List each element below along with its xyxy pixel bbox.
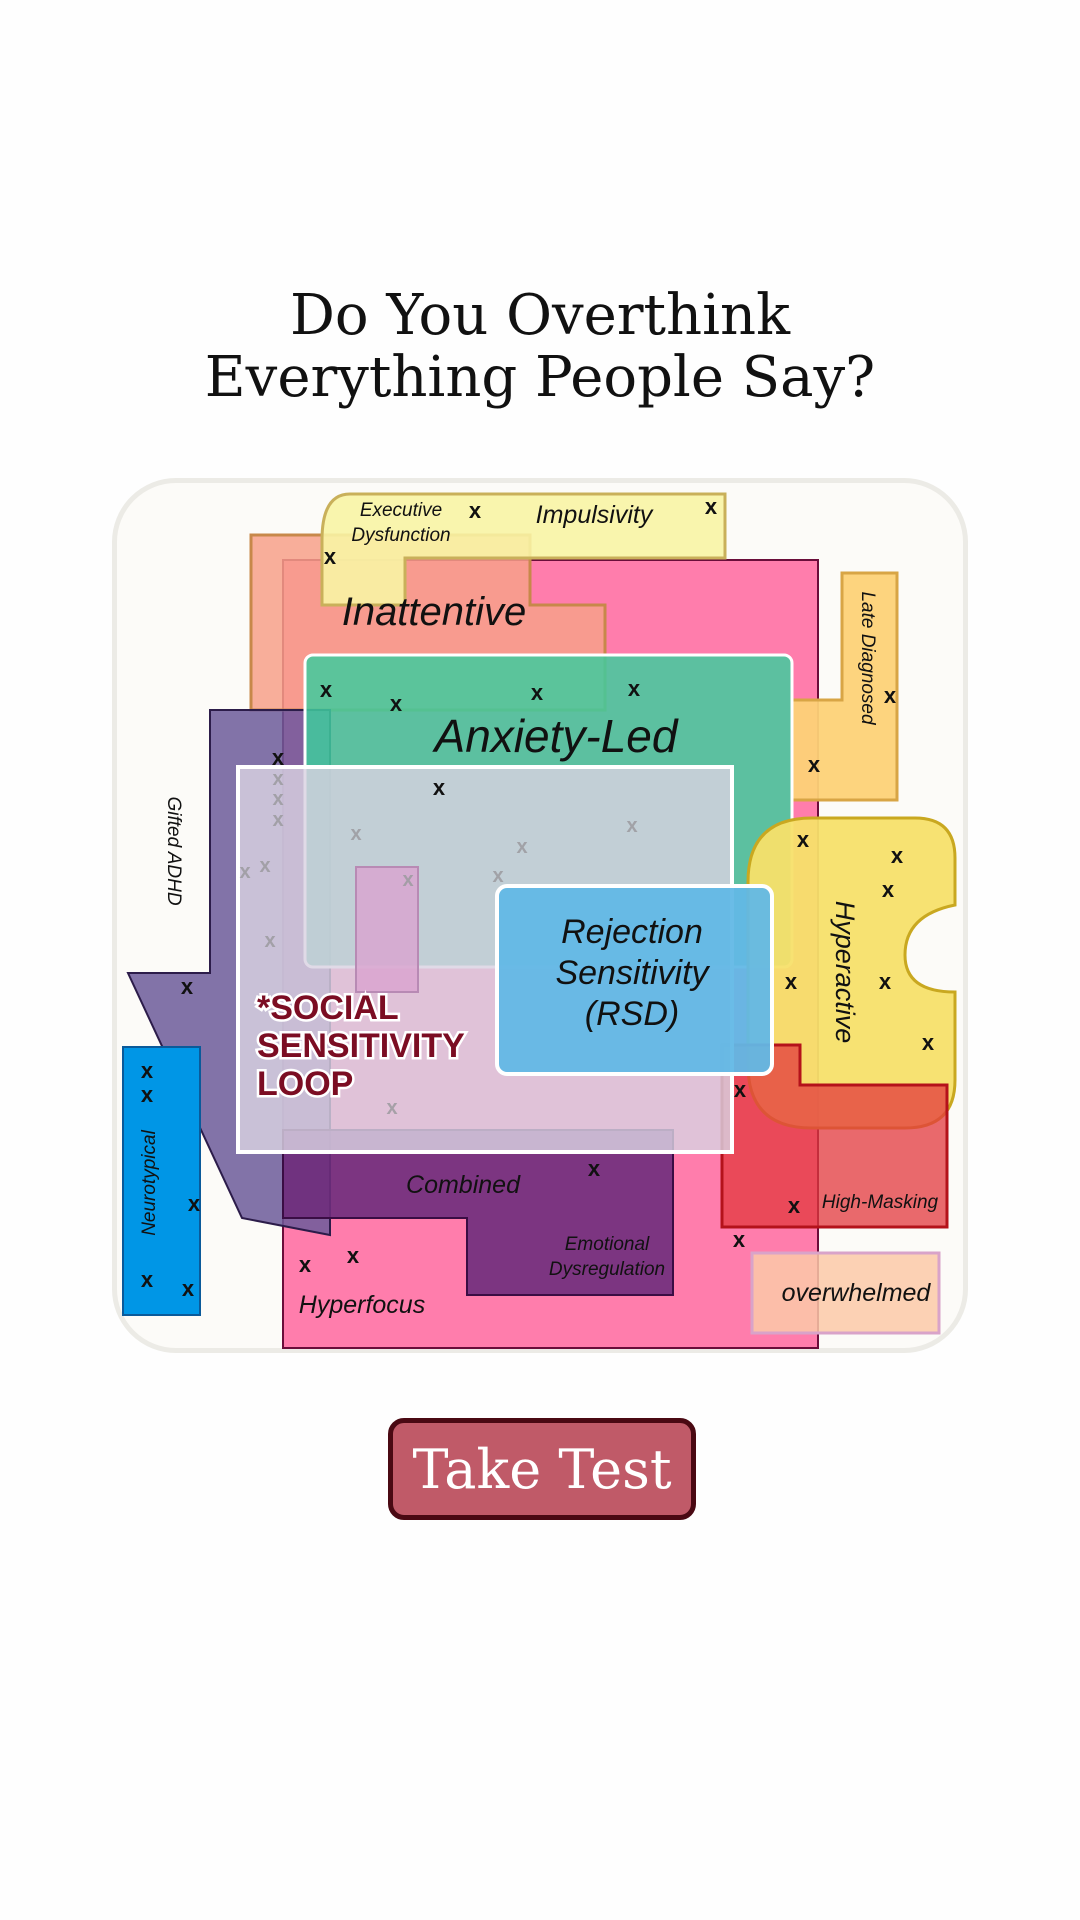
label-emotional-2: Dysregulation (549, 1259, 665, 1280)
marker-x: x (808, 752, 821, 777)
marker-x-faded: x (402, 869, 413, 891)
label-social-2: SENSITIVITY (257, 1027, 465, 1065)
marker-x: x (182, 1276, 195, 1301)
marker-x-faded: x (272, 788, 283, 810)
marker-x: x (879, 969, 892, 994)
region-neurotypical (122, 1046, 201, 1316)
marker-x: x (320, 677, 333, 702)
marker-x: x (433, 775, 446, 800)
marker-x: x (891, 843, 904, 868)
marker-x: x (272, 745, 285, 770)
marker-x-faded: x (350, 823, 361, 845)
label-social-3: LOOP (257, 1065, 353, 1103)
marker-x: x (181, 974, 194, 999)
marker-x: x (324, 544, 337, 569)
marker-x: x (785, 969, 798, 994)
marker-x: x (188, 1191, 201, 1216)
marker-x: x (705, 494, 718, 519)
marker-x: x (347, 1243, 360, 1268)
marker-x: x (141, 1267, 154, 1292)
label-combined: Combined (406, 1171, 521, 1199)
marker-x: x (390, 691, 403, 716)
marker-x: x (797, 827, 810, 852)
marker-x: x (734, 1077, 747, 1102)
marker-x: x (733, 1227, 746, 1252)
marker-x: x (588, 1156, 601, 1181)
marker-x: x (141, 1082, 154, 1107)
label-rsd-2: Sensitivity (555, 954, 710, 992)
label-late-diagnosed: Late Diagnosed (857, 591, 878, 726)
marker-x-faded: x (516, 836, 527, 858)
label-inattentive: Inattentive (342, 590, 527, 634)
region-impulsivity (320, 492, 727, 607)
marker-x: x (788, 1193, 801, 1218)
marker-x-faded: x (492, 865, 503, 887)
marker-x: x (922, 1030, 935, 1055)
label-neurotypical: Neurotypical (139, 1129, 160, 1235)
label-hyperactive: Hyperactive (830, 901, 860, 1044)
title-line-1: Do You Overthink (289, 283, 791, 348)
label-executive-dysfunction-1: Executive (360, 500, 442, 521)
marker-x-faded: x (272, 809, 283, 831)
label-emotional-1: Emotional (565, 1234, 650, 1255)
label-social-1: *SOCIAL (257, 989, 399, 1027)
region-rsd (495, 884, 774, 1076)
label-impulsivity: Impulsivity (536, 501, 654, 529)
marker-x-faded: x (626, 815, 637, 837)
marker-x-faded: x (239, 861, 250, 883)
marker-x: x (884, 683, 897, 708)
label-gifted-adhd: Gifted ADHD (163, 796, 184, 905)
marker-x-faded: x (272, 768, 283, 790)
marker-x-faded: x (264, 930, 275, 952)
page-title: Do You Overthink Everything People Say? (0, 285, 1080, 409)
region-high-masking (720, 1043, 949, 1229)
marker-x: x (628, 676, 641, 701)
marker-x-faded: x (386, 1097, 397, 1119)
region-inner-box (355, 866, 419, 993)
marker-x: x (141, 1058, 154, 1083)
marker-x: x (882, 877, 895, 902)
marker-x: x (531, 680, 544, 705)
label-hyperfocus: Hyperfocus (299, 1291, 425, 1319)
label-rsd-1: Rejection (561, 913, 703, 951)
take-test-button[interactable]: Take Test (388, 1418, 696, 1520)
label-anxiety-led: Anxiety-Led (432, 710, 679, 762)
marker-x: x (469, 498, 482, 523)
label-overwhelmed: overwhelmed (782, 1279, 932, 1307)
label-executive-dysfunction-2: Dysfunction (351, 525, 450, 546)
region-overwhelmed (750, 1251, 941, 1335)
title-line-2: Everything People Say? (204, 345, 876, 410)
label-rsd-3: (RSD) (585, 995, 679, 1033)
marker-x: x (299, 1252, 312, 1277)
label-high-masking: High-Masking (822, 1192, 939, 1213)
marker-x-faded: x (259, 855, 270, 877)
